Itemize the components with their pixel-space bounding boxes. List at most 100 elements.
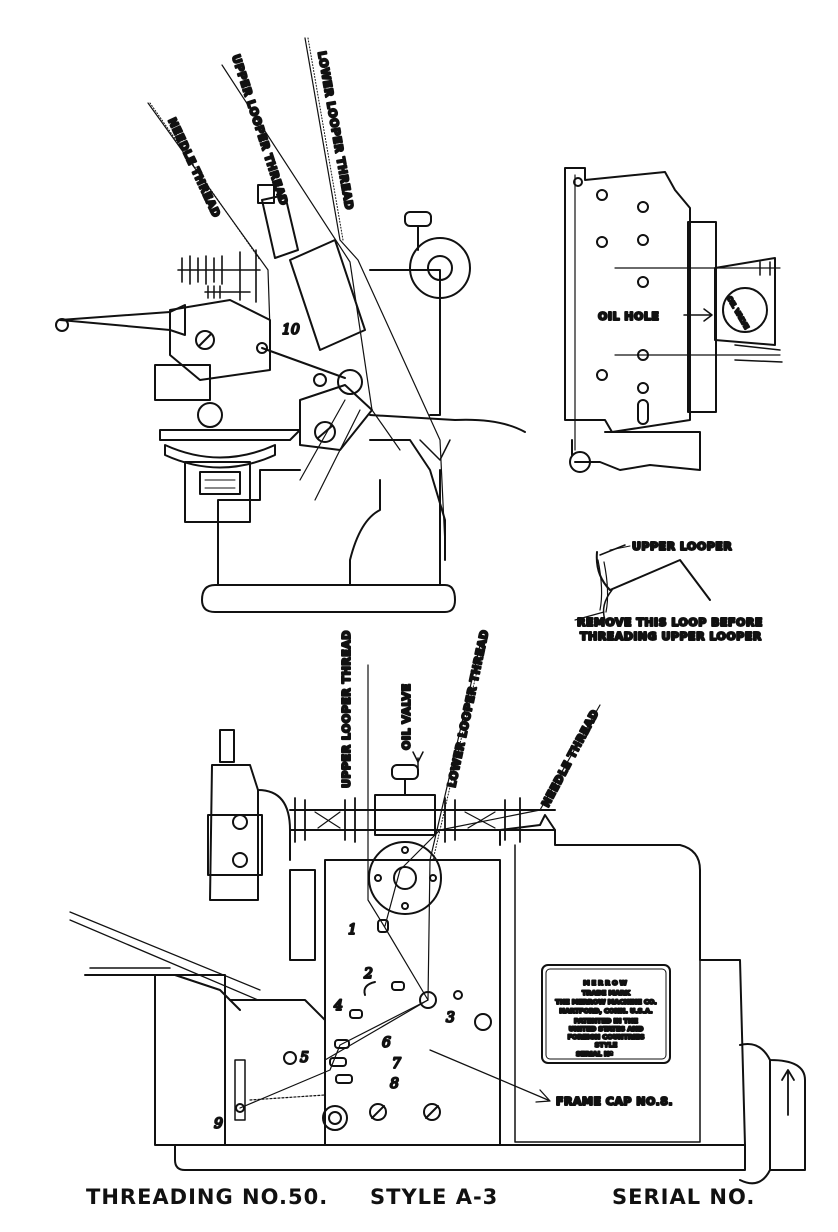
- top-needle-thread-label: NEEDLE THREAD: [165, 116, 223, 220]
- side-bottom: [574, 431, 701, 471]
- nameplate-patent-line3: FOREIGN COUNTRIES: [568, 1033, 645, 1041]
- top-left-block: [154, 364, 211, 401]
- front-guide-number-4: 4: [333, 998, 343, 1014]
- top-knob: [404, 211, 432, 227]
- front-oil-valve-knob: [391, 764, 419, 780]
- front-guide-number-1: 1: [348, 922, 357, 938]
- footer-serial: SERIAL NO.: [612, 1185, 756, 1209]
- side-bracket: [714, 257, 776, 346]
- front-oil-valve-wheel: [368, 841, 442, 915]
- front-hand-wheel: [739, 1043, 806, 1185]
- side-bar: [687, 221, 717, 413]
- front-guide-number-6: 6: [382, 1035, 391, 1051]
- nameplate-brand: MERROW: [583, 979, 629, 987]
- side-view: [564, 167, 783, 473]
- top-chaining-tongue: [369, 414, 526, 433]
- front-needle-bar-top: [219, 729, 235, 763]
- front-guide-7: [329, 1057, 347, 1067]
- top-tension-spring: [177, 249, 261, 303]
- top-needle-bar: [261, 194, 299, 259]
- looper-detail-body: [595, 551, 711, 601]
- front-upper-looper-thread-label: UPPER LOOPER THREAD: [340, 630, 353, 788]
- top-machine-view: [55, 37, 526, 613]
- looper-detail-remove-loop-line1: REMOVE THIS LOOP BEFORE: [577, 616, 763, 629]
- front-tension-rod: [289, 809, 556, 831]
- top-frame-web: [349, 479, 381, 586]
- front-guide-1: [377, 919, 389, 933]
- front-guide-2: [391, 981, 405, 991]
- front-guide-number-3: 3: [446, 1010, 455, 1026]
- top-oil-valve-wheel: [409, 237, 471, 299]
- front-needle-head: [209, 764, 259, 901]
- top-looper-screw: [314, 421, 336, 443]
- front-fabric-strands: [69, 911, 261, 1001]
- top-lower-looper-thread-line: [304, 37, 446, 546]
- side-oil-valve-cap: [722, 287, 768, 333]
- front-needle-thread-label: NEEDLE THREAD: [539, 707, 601, 809]
- front-guide-number-8: 8: [390, 1076, 399, 1092]
- front-upper-looper-thread-line: [367, 664, 429, 1001]
- top-right-frame: [369, 269, 441, 416]
- footer-threading-number: THREADING NO.50.: [86, 1185, 329, 1209]
- top-guide-number-10: 10: [282, 322, 300, 338]
- front-wheel-arrow: [781, 1069, 795, 1116]
- nameplate-serial: SERIAL Nº: [576, 1050, 613, 1058]
- top-needle-thread-line: [147, 102, 271, 331]
- top-upper-looper-thread-line: [221, 64, 401, 451]
- top-pedestal: [184, 461, 251, 523]
- front-nameplate: [541, 964, 671, 1064]
- top-guide-10-eye: [256, 342, 268, 354]
- front-cloth-plate: [84, 974, 241, 1011]
- looper-detail-remove-loop-line2: THREADING UPPER LOOPER: [580, 630, 762, 643]
- top-cloth-plate: [159, 429, 301, 441]
- nameplate-location: HARTFORD, CONN. U.S.A.: [559, 1007, 652, 1015]
- nameplate-company: THE MERROW MACHINE CO.: [555, 998, 656, 1006]
- front-main-body: [499, 814, 746, 1146]
- front-needle-thread-line: [384, 704, 601, 927]
- top-housing: [169, 299, 271, 381]
- front-oil-valve-label: OIL VALVE: [400, 683, 413, 750]
- top-upper-looper-thread-label: UPPER LOOPER THREAD: [229, 53, 290, 207]
- front-guide-number-2: 2: [363, 966, 373, 982]
- front-screw: [322, 1105, 348, 1131]
- nameplate-patent-line1: PATENTED IN THE: [574, 1017, 638, 1025]
- top-frame-body: [217, 469, 441, 586]
- top-looper-eye: [337, 369, 363, 395]
- front-lower-looper-thread-line: [324, 644, 481, 1061]
- front-guide-number-5: 5: [300, 1050, 309, 1066]
- looper-detail: [574, 544, 711, 621]
- footer-style: STYLE A-3: [370, 1185, 499, 1209]
- top-presser-arm: [59, 304, 186, 336]
- side-oil-hole-label: OIL HOLE: [598, 310, 659, 323]
- front-machine-view: [69, 644, 806, 1185]
- front-guide-4: [349, 1009, 363, 1019]
- front-guide-9: [235, 1103, 245, 1113]
- front-oil-valve-arrow: [412, 751, 424, 763]
- nameplate-style: STYLE: [595, 1041, 617, 1049]
- top-feed-dog: [164, 444, 276, 469]
- top-looper-link: [261, 347, 346, 379]
- front-frame-cap-pointer: [429, 1049, 549, 1101]
- front-base: [174, 1144, 746, 1171]
- front-side-cover: [289, 869, 316, 961]
- side-oil-hole-arrow: [683, 308, 713, 322]
- side-plate: [564, 167, 691, 433]
- top-pedestal-slot: [199, 471, 241, 495]
- nameplate-patent-line2: UNITED STATES AND: [569, 1025, 644, 1033]
- front-guide-8: [335, 1074, 353, 1084]
- top-needle-housing: [289, 239, 366, 351]
- nameplate-trade-mark: TRADE MARK: [582, 989, 631, 997]
- looper-detail-upper-looper-label: UPPER LOOPER: [632, 540, 732, 553]
- front-frame-cap-label: FRAME CAP NO.8.: [556, 1095, 673, 1108]
- front-needle-clamp: [207, 814, 263, 876]
- front-guide-number-9: 9: [214, 1116, 223, 1132]
- front-lower-looper-thread-label: LOWER LOOPER THREAD: [445, 628, 491, 788]
- top-throat: [369, 439, 446, 561]
- top-arm-hole: [55, 318, 69, 332]
- front-frame-cap: [324, 859, 501, 1146]
- top-base: [201, 584, 456, 613]
- front-guide-6: [334, 1039, 350, 1049]
- top-looper-body: [299, 384, 373, 451]
